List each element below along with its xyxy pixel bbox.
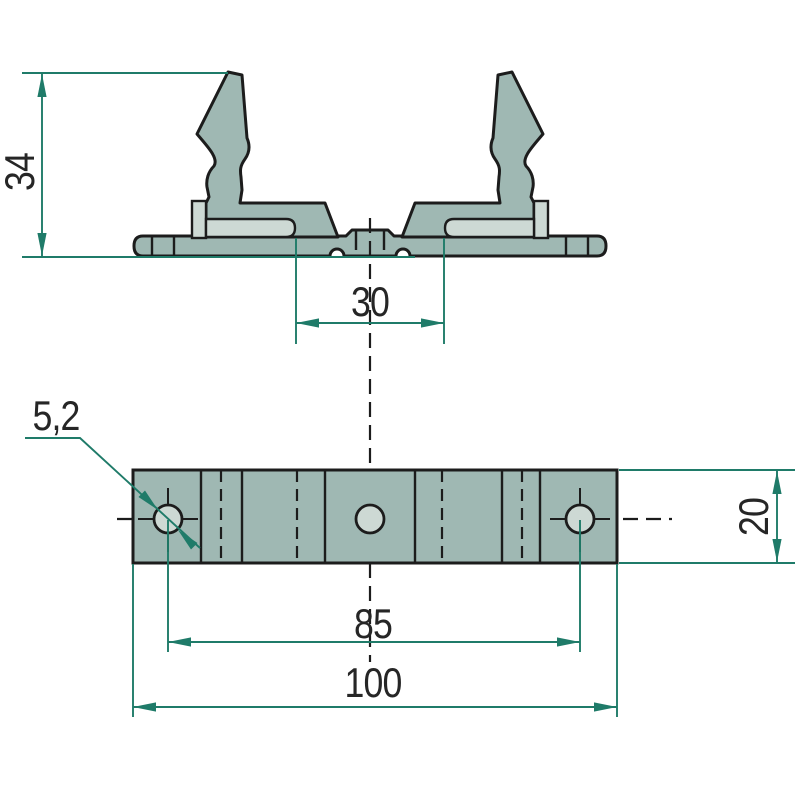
plate-edge-lines <box>199 470 542 563</box>
profile-right-slot <box>443 217 536 239</box>
plate-hidden-lines <box>219 470 524 563</box>
profile-left-arm <box>195 70 340 239</box>
center-lines <box>117 218 672 662</box>
profile-right-tab <box>532 199 550 240</box>
dim-text-hole-diameter: 5,2 <box>32 393 79 439</box>
leader-line-hole-diameter <box>25 437 201 549</box>
dim-text-slot-gap: 30 <box>351 279 389 325</box>
dim-text-plate-depth: 20 <box>731 498 777 536</box>
plan-view <box>131 468 619 565</box>
profile-left-slot <box>204 217 297 239</box>
dim-text-plate-length: 100 <box>344 660 401 706</box>
dim-text-hole-spacing: 85 <box>354 601 392 647</box>
dimension-labels: 34 30 5,2 20 85 100 <box>0 153 778 707</box>
dimension-lines <box>22 72 795 717</box>
profile-right-arm <box>400 70 545 239</box>
dimension-arrows <box>37 74 782 712</box>
profile-left-tab <box>190 199 208 240</box>
hole-center <box>354 503 386 535</box>
rail-tick-marks <box>150 231 590 256</box>
dim-text-profile-height: 34 <box>0 153 44 191</box>
